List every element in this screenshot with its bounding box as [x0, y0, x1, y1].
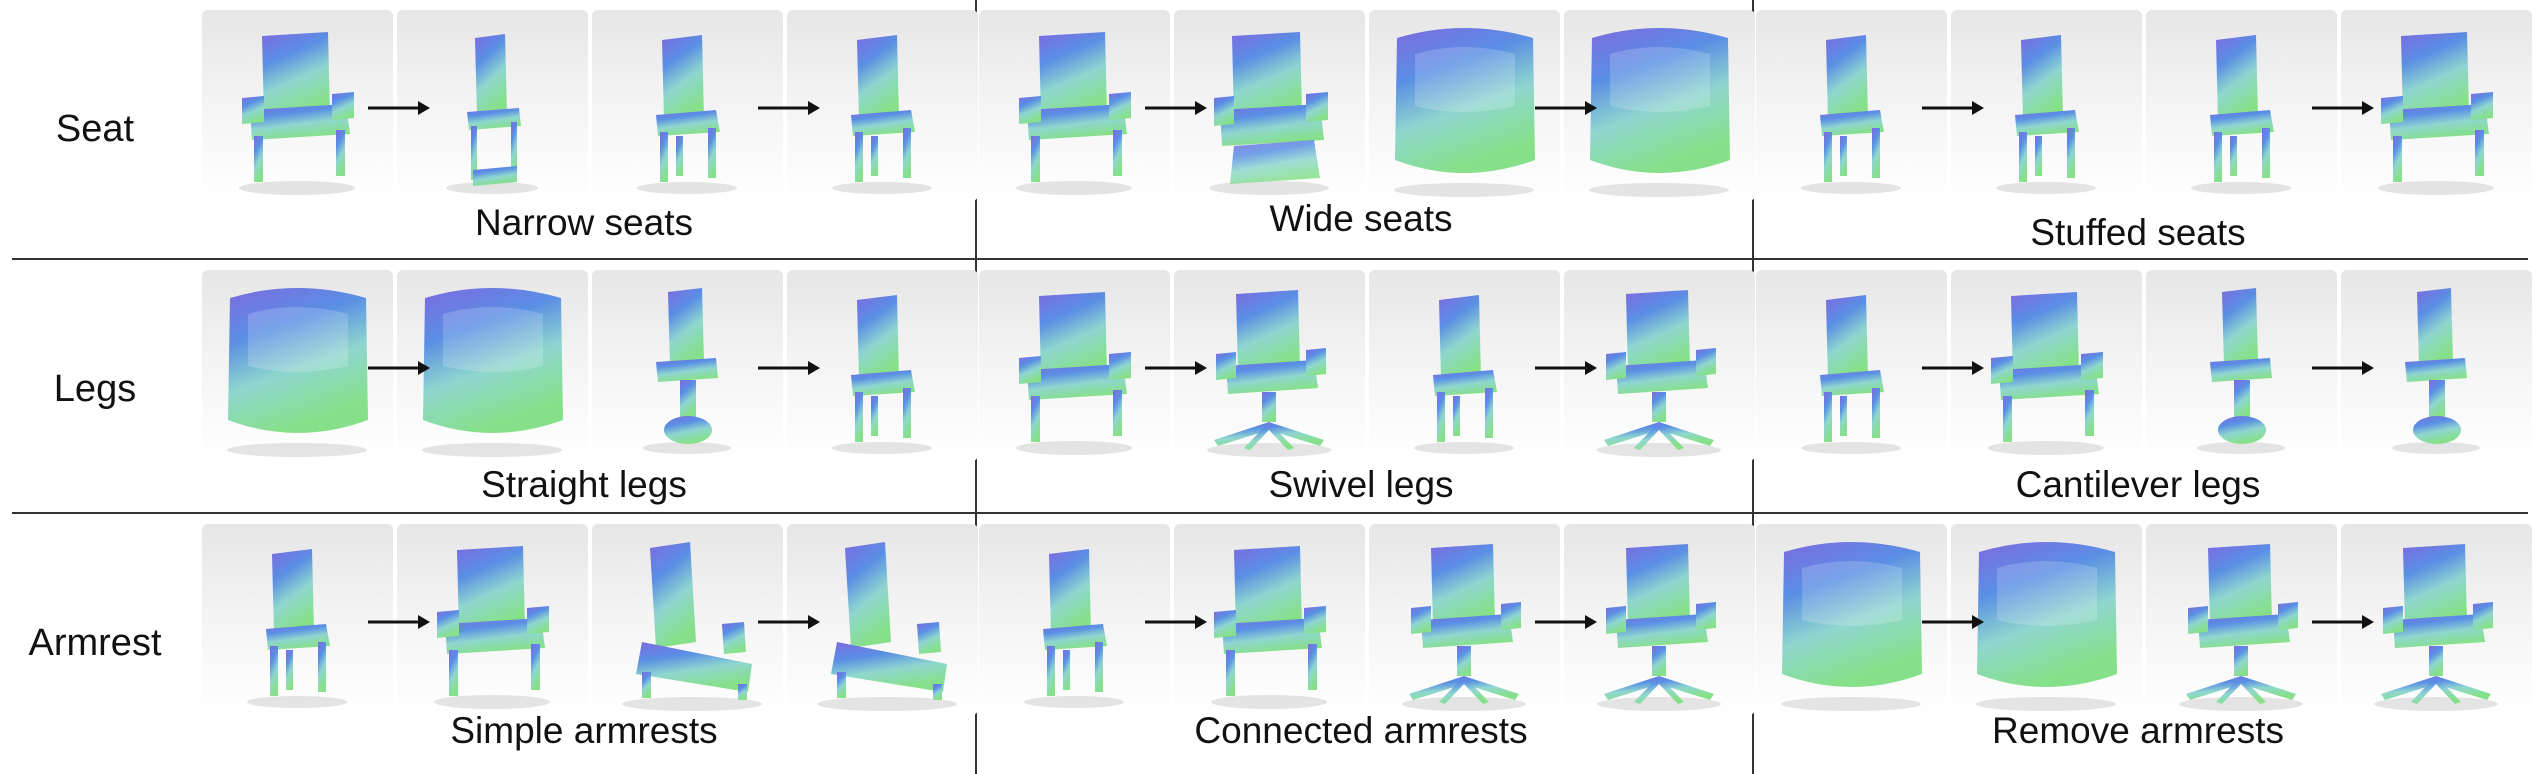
edit-cell: Remove armrests — [1752, 514, 2532, 772]
source-pointcloud-image — [2146, 270, 2337, 461]
row-label: Legs — [53, 367, 137, 410]
arrow-right-icon — [1145, 101, 1207, 115]
edit-cell: Stuffed seats — [1752, 0, 2532, 258]
edit-cell: Narrow seats — [198, 0, 978, 258]
arrow-right-icon — [1922, 101, 1984, 115]
arrow-right-icon — [2312, 101, 2374, 115]
edit-cell: Connected armrests — [975, 514, 1755, 772]
arrow-right-icon — [758, 101, 820, 115]
arrow-right-icon — [1145, 361, 1207, 375]
arrow-right-icon — [758, 615, 820, 629]
arrow-right-icon — [1922, 361, 1984, 375]
source-pointcloud-image — [979, 524, 1170, 715]
edited-pointcloud-image — [787, 270, 978, 461]
edited-pointcloud-image — [2341, 270, 2532, 461]
source-pointcloud-image — [1369, 10, 1560, 201]
edited-pointcloud-image — [787, 524, 978, 715]
edit-cell: Simple armrests — [198, 514, 978, 772]
arrow-right-icon — [1535, 101, 1597, 115]
source-pointcloud-image — [2146, 524, 2337, 715]
row-divider — [12, 258, 2528, 260]
source-pointcloud-image — [202, 10, 393, 201]
arrow-right-icon — [1922, 615, 1984, 629]
edit-caption: Remove armrests — [1992, 710, 2284, 751]
edit-cell: Wide seats — [975, 0, 1755, 258]
edit-cell: Cantilever legs — [1752, 260, 2532, 518]
edit-caption: Cantilever legs — [2015, 464, 2261, 505]
row-label: Seat — [55, 107, 135, 150]
edit-caption: Straight legs — [481, 464, 687, 505]
edited-pointcloud-image — [1174, 10, 1365, 201]
arrow-right-icon — [1535, 615, 1597, 629]
edited-pointcloud-image — [1174, 270, 1365, 461]
edit-caption: Narrow seats — [475, 202, 693, 243]
arrow-right-icon — [2312, 361, 2374, 375]
source-pointcloud-image — [1756, 10, 1947, 201]
arrow-right-icon — [758, 361, 820, 375]
edited-pointcloud-image — [2341, 10, 2532, 201]
source-pointcloud-image — [202, 270, 393, 461]
source-pointcloud-image — [1756, 270, 1947, 461]
arrow-right-icon — [2312, 615, 2374, 629]
edited-pointcloud-image — [1951, 10, 2142, 201]
arrow-right-icon — [368, 361, 430, 375]
edited-pointcloud-image — [1174, 524, 1365, 715]
edited-pointcloud-image — [397, 270, 588, 461]
edit-caption: Simple armrests — [450, 710, 718, 751]
row-label: Armrest — [28, 621, 162, 664]
arrow-right-icon — [368, 101, 430, 115]
edit-cell: Swivel legs — [975, 260, 1755, 518]
source-pointcloud-image — [592, 270, 783, 461]
edited-pointcloud-image — [2341, 524, 2532, 715]
arrow-right-icon — [368, 615, 430, 629]
source-pointcloud-image — [592, 524, 783, 715]
edited-pointcloud-image — [1951, 524, 2142, 715]
edited-pointcloud-image — [1564, 10, 1755, 201]
arrow-right-icon — [1535, 361, 1597, 375]
edited-pointcloud-image — [1951, 270, 2142, 461]
source-pointcloud-image — [2146, 10, 2337, 201]
source-pointcloud-image — [202, 524, 393, 715]
source-pointcloud-image — [1369, 270, 1560, 461]
edited-pointcloud-image — [397, 524, 588, 715]
arrow-right-icon — [1145, 615, 1207, 629]
source-pointcloud-image — [592, 10, 783, 201]
edited-pointcloud-image — [1564, 524, 1755, 715]
row-divider — [12, 512, 2528, 514]
edit-cell: Straight legs — [198, 260, 978, 518]
edited-pointcloud-image — [787, 10, 978, 201]
edit-caption: Connected armrests — [1194, 710, 1528, 751]
edit-caption: Stuffed seats — [2030, 212, 2246, 253]
edited-pointcloud-image — [397, 10, 588, 201]
edit-caption: Wide seats — [1269, 198, 1453, 239]
source-pointcloud-image — [979, 10, 1170, 201]
source-pointcloud-image — [1369, 524, 1560, 715]
source-pointcloud-image — [1756, 524, 1947, 715]
edit-caption: Swivel legs — [1268, 464, 1454, 505]
edited-pointcloud-image — [1564, 270, 1755, 461]
source-pointcloud-image — [979, 270, 1170, 461]
